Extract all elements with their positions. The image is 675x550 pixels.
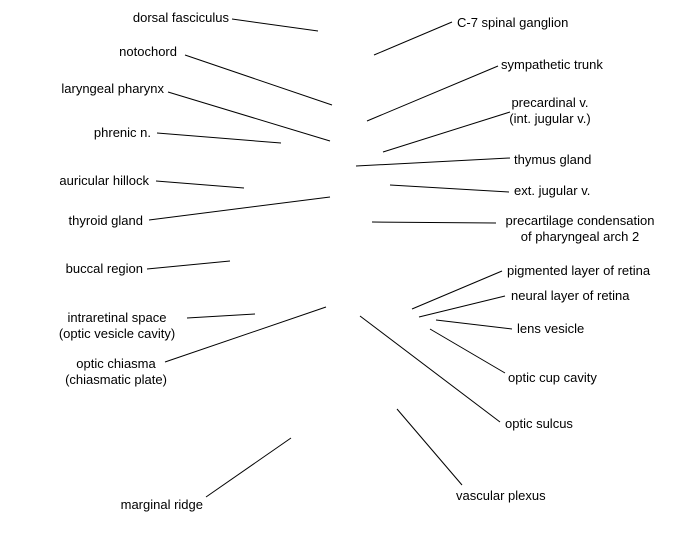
leader-buccal-region <box>146 260 231 270</box>
label-text-sub: (int. jugular v.) <box>509 111 591 126</box>
leader-sympathetic-trunk <box>366 65 499 122</box>
label-text: sympathetic trunk <box>501 57 603 72</box>
leader-optic-cup-cavity <box>429 328 506 374</box>
label-intraretinal-space: intraretinal space (optic vesicle cavity… <box>32 310 202 342</box>
label-text-sub: (optic vesicle cavity) <box>58 326 176 341</box>
leader-vascular-plexus <box>396 408 463 486</box>
label-phrenic-n: phrenic n. <box>94 125 151 141</box>
label-lens-vesicle: lens vesicle <box>517 321 584 337</box>
label-thymus-gland: thymus gland <box>514 152 591 168</box>
label-precardinal-v: precardinal v. (int. jugular v.) <box>494 95 606 127</box>
label-text: pigmented layer of retina <box>507 263 651 278</box>
label-text: laryngeal pharynx <box>61 81 164 96</box>
leader-marginal-ridge <box>205 437 292 498</box>
label-text: thymus gland <box>514 152 592 167</box>
label-text: ext. jugular v. <box>514 183 591 198</box>
label-text-sub: (chiasmatic plate) <box>65 372 167 387</box>
leader-phrenic-n <box>156 132 282 144</box>
leader-optic-sulcus <box>359 315 501 423</box>
leader-thyroid-gland <box>148 196 331 221</box>
leader-notochord <box>184 54 333 106</box>
label-text: intraretinal space <box>67 310 167 325</box>
leader-pigmented-layer <box>411 270 503 310</box>
label-dorsal-fasciculus: dorsal fasciculus <box>133 10 229 26</box>
label-marginal-ridge: marginal ridge <box>121 497 203 513</box>
label-pigmented-layer: pigmented layer of retina <box>507 263 650 279</box>
label-optic-chiasma: optic chiasma (chiasmatic plate) <box>46 356 186 388</box>
label-text: optic cup cavity <box>508 370 597 385</box>
leader-optic-chiasma <box>164 306 327 363</box>
label-text: neural layer of retina <box>511 288 630 303</box>
label-text: phrenic n. <box>93 125 151 140</box>
label-text: vascular plexus <box>456 488 546 503</box>
leader-precardinal-v <box>382 111 511 153</box>
label-c7-spinal-ganglion: C-7 spinal ganglion <box>457 15 568 31</box>
label-text: C-7 spinal ganglion <box>457 15 569 30</box>
label-text: optic sulcus <box>505 416 573 431</box>
leader-laryngeal-pharynx <box>167 91 331 142</box>
label-text: buccal region <box>65 261 143 276</box>
leader-precartilage-condensation <box>371 221 497 224</box>
label-text: precartilage condensation <box>505 213 655 228</box>
leader-lens-vesicle <box>435 319 513 330</box>
label-text: lens vesicle <box>517 321 585 336</box>
label-precartilage-condensation: precartilage condensation of pharyngeal … <box>490 213 670 245</box>
label-thyroid-gland: thyroid gland <box>69 213 143 229</box>
label-auricular-hillock: auricular hillock <box>59 173 149 189</box>
label-text: dorsal fasciculus <box>132 10 229 25</box>
label-text-sub: of pharyngeal arch 2 <box>520 229 640 244</box>
leader-auricular-hillock <box>155 180 245 189</box>
leader-c7-spinal-ganglion <box>373 21 453 56</box>
label-notochord: notochord <box>119 44 177 60</box>
label-ext-jugular-v: ext. jugular v. <box>514 183 590 199</box>
label-neural-layer: neural layer of retina <box>511 288 630 304</box>
label-vascular-plexus: vascular plexus <box>456 488 546 504</box>
leader-thymus-gland <box>355 157 511 167</box>
label-text: precardinal v. <box>511 95 589 110</box>
label-laryngeal-pharynx: laryngeal pharynx <box>61 81 164 97</box>
leader-dorsal-fasciculus <box>231 18 319 32</box>
leader-intraretinal-space <box>186 313 256 319</box>
leader-neural-layer <box>418 295 506 318</box>
leader-ext-jugular-v <box>389 184 510 193</box>
label-text: optic chiasma <box>76 356 156 371</box>
label-sympathetic-trunk: sympathetic trunk <box>501 57 603 73</box>
label-buccal-region: buccal region <box>66 261 143 277</box>
label-text: thyroid gland <box>68 213 143 228</box>
label-optic-sulcus: optic sulcus <box>505 416 573 432</box>
label-text: notochord <box>119 44 177 59</box>
label-optic-cup-cavity: optic cup cavity <box>508 370 597 386</box>
label-text: auricular hillock <box>59 173 149 188</box>
label-text: marginal ridge <box>120 497 203 512</box>
